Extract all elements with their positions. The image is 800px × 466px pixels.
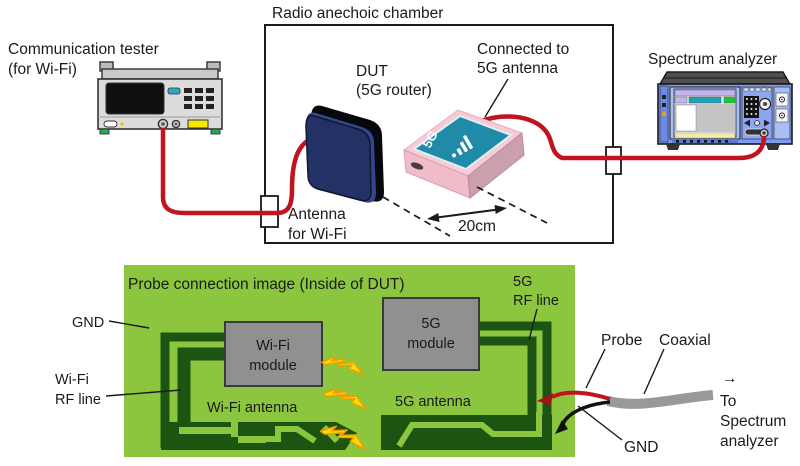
communication-tester-label-2: (for Wi-Fi) [8,61,77,78]
chamber-title: Radio anechoic chamber [272,5,443,22]
wifi-rf-line-outer [160,332,226,448]
wifi-antenna-label: Wi-Fi antenna [207,400,298,416]
wifi-module-label-1: Wi-Fi [256,338,290,354]
probe-pointer [585,348,606,389]
wifi-rf-label-2: RF line [55,392,101,408]
spectrum-analyzer-device [657,71,793,150]
analyzer-foot-right [766,144,780,150]
wifi-module-block [224,321,323,387]
distance-dash-left [382,196,451,237]
anechoic-chamber-box [264,24,614,244]
communication-tester-device [97,61,223,135]
tester-indicator-led [120,122,124,126]
cable-dut-to-analyzer [464,114,767,161]
fiveg-module-block [382,297,480,371]
fiveg-rf-label-2: RF line [513,293,559,309]
wifi-rf-line-inner [177,347,226,430]
tester-keypad [184,88,214,109]
gnd-top-label: GND [72,315,104,331]
wifi-rf-pointer [105,389,182,397]
to-analyzer-line1: To [720,393,736,410]
fiveg-antenna-trace [396,412,542,448]
dut-5g-router: 5G [402,109,525,199]
tester-teal-button [167,87,181,95]
cable-tester-to-antenna [160,128,311,216]
tester-foot-left [99,128,110,135]
dut-side-face [467,132,525,199]
coaxial-pointer [643,348,665,395]
fiveg-antenna-label: 5G antenna [395,394,472,410]
to-analyzer-arrow-icon: → [722,370,738,387]
probe-connection-pcb: Probe connection image (Inside of DUT) W… [124,265,575,457]
dut-label-2: (5G router) [356,82,432,99]
wifi-antenna-note-1: Antenna [288,206,346,223]
fiveg-module-label-1: 5G [421,316,440,332]
wifi-panel-antenna [305,105,384,203]
communication-tester-label-1: Communication tester [8,41,159,58]
gnd-bottom-pointer [577,405,623,441]
gnd-top-pointer [108,320,150,329]
tester-foot-right [210,128,221,135]
coaxial-label: Coaxial [659,332,711,349]
analyzer-keypad [744,96,759,118]
coaxial-cable [606,390,714,409]
connected-note-1: Connected to [477,41,569,58]
analyzer-top-buttons [743,87,772,92]
wifi-rf-label-1: Wi-Fi [55,372,89,388]
connected-note-pointer [484,78,509,118]
analyzer-foot-left [666,144,680,150]
pcb-title: Probe connection image (Inside of DUT) [128,276,405,293]
probe-wire [551,390,611,401]
dut-label-1: DUT [356,63,388,80]
gnd-tip-arrow [555,420,568,434]
dut-front-button [410,162,424,170]
fiveg-rf-label-1: 5G [513,274,532,290]
dut-signal-bars-icon [452,135,473,158]
spectrum-analyzer-label: Spectrum analyzer [648,51,777,68]
fiveg-rf-line-inner [479,336,537,420]
to-analyzer-line2: Spectrum [720,413,786,430]
probe-tip-arrow [537,393,553,405]
analyzer-arrow-right [764,119,770,127]
tester-power-button [103,120,118,128]
tester-yellow-button [187,119,209,129]
analyzer-orange-led [661,111,667,117]
connected-note-2: 5G antenna [477,60,558,77]
analyzer-arrow-left [744,119,750,127]
chamber-feedthrough-right [605,146,622,175]
wifi-module-label-2: module [249,358,297,374]
distance-arrow [427,205,507,222]
wifi-antenna-note-2: for Wi-Fi [288,226,347,243]
distance-dash-right [476,186,548,224]
dut-screen-5g-text: 5G [419,128,440,150]
to-analyzer-line3: analyzer [720,433,779,450]
fiveg-module-label-2: module [407,336,455,352]
gnd-bottom-label: GND [624,439,658,456]
probe-label: Probe [601,332,642,349]
tester-lid [101,68,219,80]
distance-label: 20cm [458,218,496,235]
tester-screen [105,82,165,115]
fiveg-rf-pointer [528,308,538,341]
